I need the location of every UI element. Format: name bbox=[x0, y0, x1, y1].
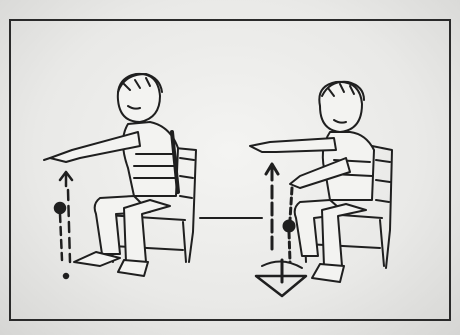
right-arm-extended bbox=[250, 138, 336, 152]
left-child-figure bbox=[44, 74, 196, 278]
left-head bbox=[118, 74, 162, 122]
right-head bbox=[319, 82, 364, 132]
left-ball-motion bbox=[55, 172, 72, 278]
right-legs bbox=[295, 200, 366, 282]
right-child-figure bbox=[250, 82, 392, 296]
left-legs bbox=[74, 196, 170, 276]
page-caption-cropped bbox=[0, 321, 460, 335]
